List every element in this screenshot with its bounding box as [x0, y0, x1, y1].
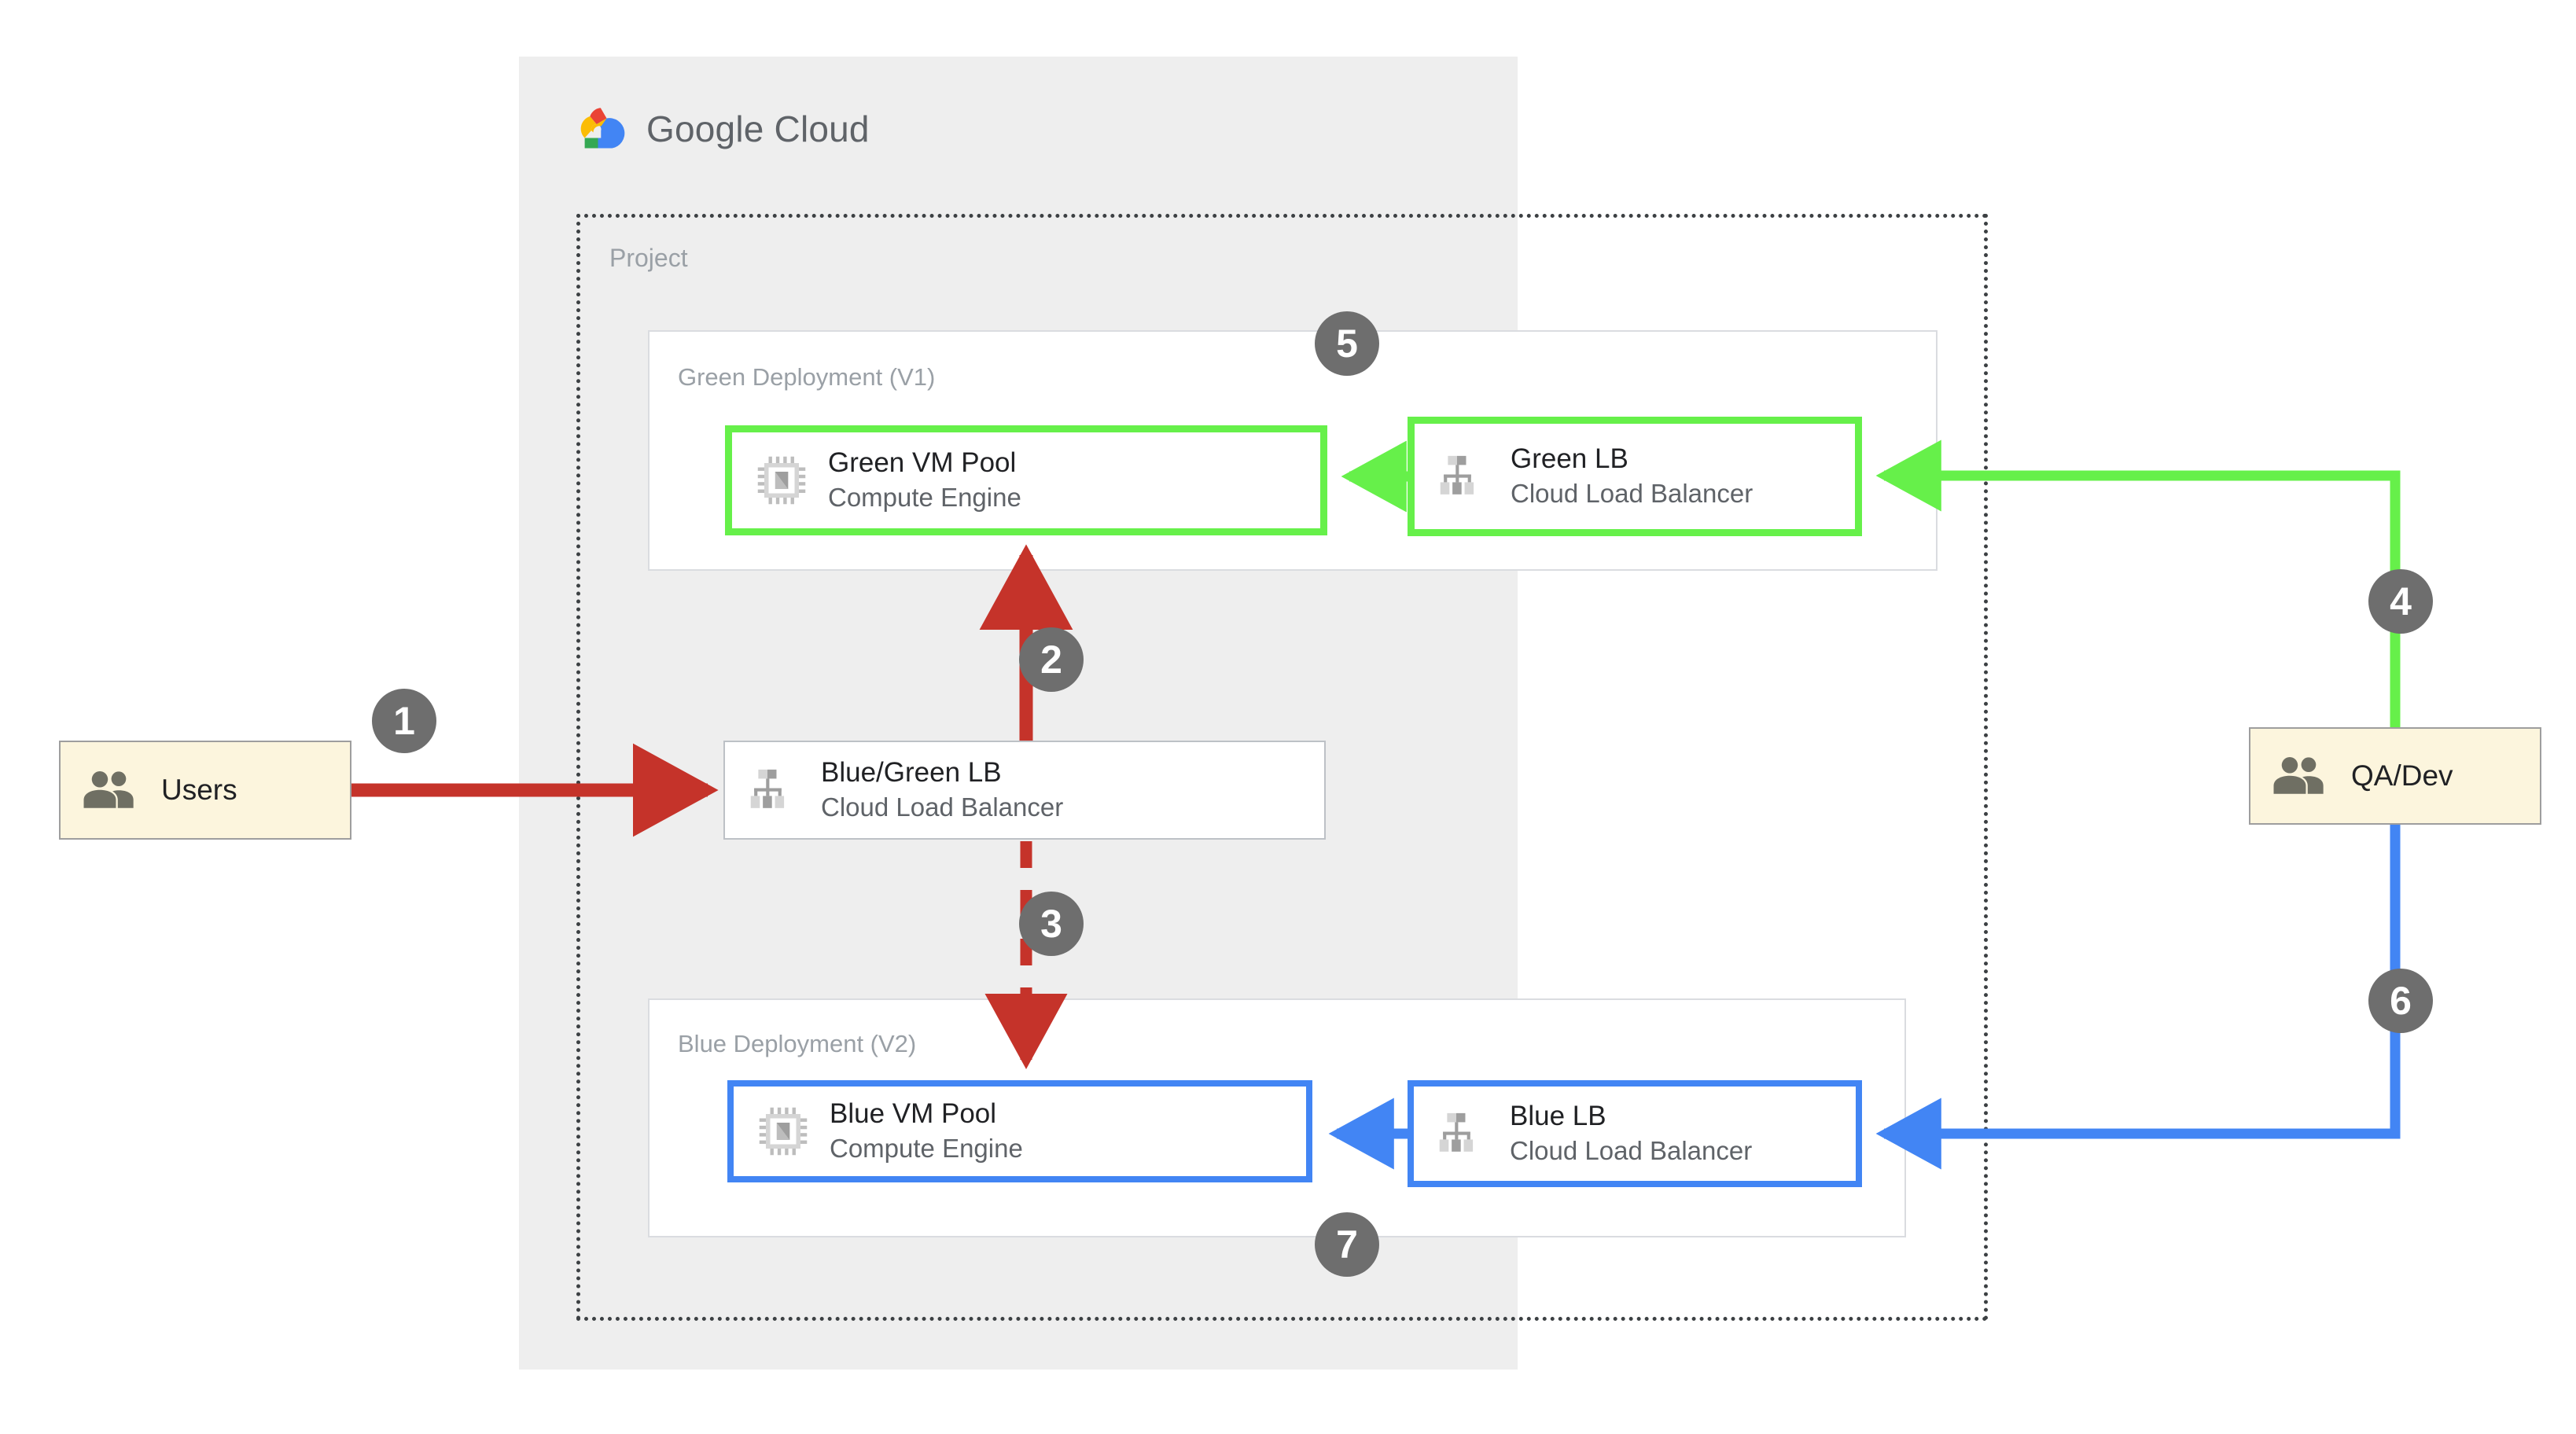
node-subtitle: Compute Engine [830, 1134, 1023, 1164]
node-blue-lb[interactable]: Blue LB Cloud Load Balancer [1408, 1080, 1862, 1187]
google-cloud-wordmark: Google Cloud [646, 108, 870, 150]
node-title: Blue VM Pool [830, 1098, 997, 1130]
node-subtitle: Cloud Load Balancer [1510, 1136, 1753, 1166]
node-qa-dev[interactable]: QA/Dev [2249, 727, 2541, 825]
node-bluegreen-lb[interactable]: Blue/Green LB Cloud Load Balancer [723, 741, 1326, 840]
node-title: QA/Dev [2351, 759, 2453, 792]
green-deployment-label: Green Deployment (V1) [678, 363, 936, 391]
node-green-lb[interactable]: Green LB Cloud Load Balancer [1408, 417, 1862, 536]
node-subtitle: Compute Engine [828, 483, 1021, 513]
cpu-chip-icon [757, 456, 806, 505]
step-badge-6: 6 [2368, 969, 2433, 1033]
node-title: Users [161, 774, 237, 807]
step-badge-5: 5 [1315, 311, 1379, 376]
node-subtitle: Cloud Load Balancer [821, 792, 1064, 822]
project-label: Project [609, 244, 688, 272]
google-cloud-branding: Google Cloud [574, 106, 870, 152]
step-badge-4: 4 [2368, 569, 2433, 634]
brand-cloud: Cloud [774, 108, 870, 149]
step-badge-3: 3 [1019, 892, 1084, 956]
cpu-chip-icon [759, 1107, 808, 1156]
node-blue-vm-pool[interactable]: Blue VM Pool Compute Engine [727, 1080, 1312, 1182]
node-title: Green LB [1511, 443, 1628, 475]
google-cloud-logo-icon [580, 108, 625, 149]
users-icon [2273, 757, 2324, 794]
node-green-vm-pool[interactable]: Green VM Pool Compute Engine [725, 425, 1327, 535]
node-title: Blue/Green LB [821, 757, 1002, 789]
load-balancer-icon [750, 769, 785, 808]
load-balancer-icon [1439, 1112, 1474, 1152]
brand-google: Google [646, 108, 764, 149]
step-badge-7: 7 [1315, 1212, 1379, 1277]
node-users[interactable]: Users [59, 741, 351, 840]
users-icon [83, 771, 134, 808]
node-subtitle: Cloud Load Balancer [1511, 479, 1754, 509]
step-badge-2: 2 [1019, 627, 1084, 692]
node-title: Blue LB [1510, 1101, 1606, 1132]
blue-deployment-label: Blue Deployment (V2) [678, 1030, 917, 1057]
node-title: Green VM Pool [828, 447, 1017, 479]
load-balancer-icon [1440, 455, 1474, 495]
step-badge-1: 1 [372, 689, 436, 753]
project-boundary [576, 214, 1988, 1321]
